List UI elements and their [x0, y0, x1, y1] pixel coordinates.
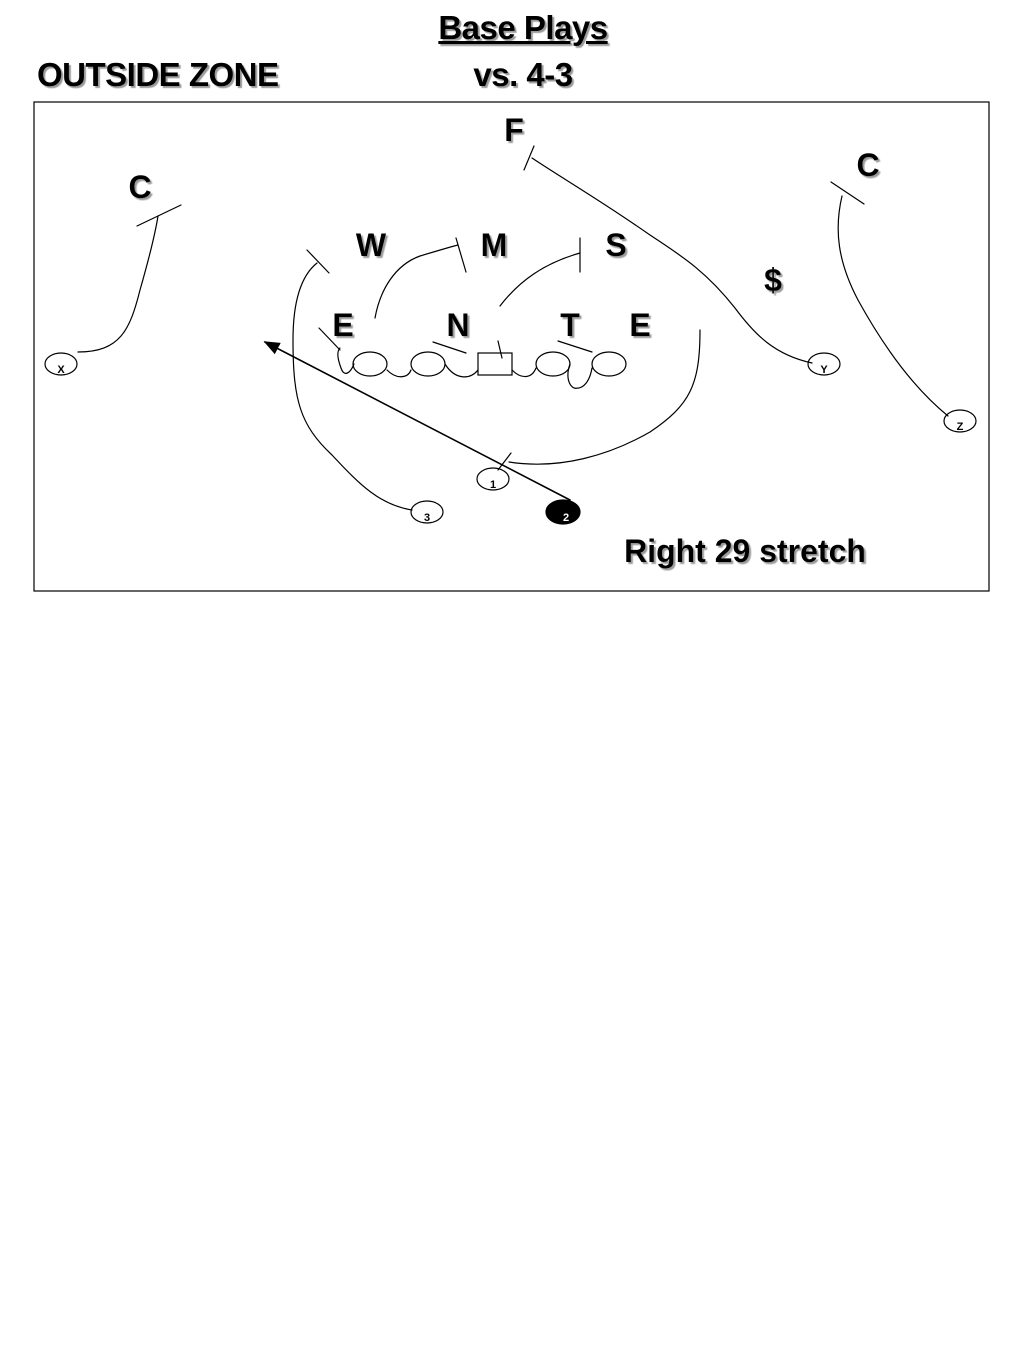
- receiver-x-label: X: [57, 364, 65, 376]
- back-1: [476, 467, 510, 491]
- block-mark: [497, 340, 503, 359]
- defender-right-end: E: [629, 307, 650, 343]
- defender-free-safety: F: [504, 112, 524, 148]
- page-title: Base Plays: [438, 9, 608, 46]
- defender-left-corner: C: [128, 169, 151, 205]
- line-block-guard-left: [386, 369, 412, 378]
- defender-tackle: T: [560, 307, 580, 343]
- receiver-z: [943, 409, 977, 433]
- back-1-label: 1: [490, 479, 496, 491]
- block-mark: [455, 237, 467, 273]
- block-mark: [497, 452, 512, 471]
- back-3: [410, 500, 444, 524]
- route-x-block: [77, 215, 159, 353]
- route-z-block: [837, 195, 949, 417]
- ball-carrier-path: [263, 341, 571, 501]
- defender-right-corner: C: [856, 147, 879, 183]
- block-mark: [523, 145, 535, 171]
- block-mark: [432, 341, 467, 354]
- receiver-x: [44, 352, 78, 376]
- field-border: [33, 101, 990, 592]
- receiver-z-label: Z: [957, 421, 964, 433]
- offensive-lineman: [591, 351, 627, 377]
- formation-label: OUTSIDE ZONE: [37, 56, 279, 93]
- play-name: Right 29 stretch: [624, 533, 866, 569]
- back-3-label: 3: [424, 512, 430, 524]
- defender-left-end: E: [332, 307, 353, 343]
- line-block-left-end: [337, 347, 355, 374]
- block-mark: [830, 181, 865, 205]
- defender-will-linebacker: W: [356, 227, 387, 263]
- offensive-lineman: [352, 351, 388, 377]
- route-back-3-block: [292, 262, 413, 511]
- line-block-tackle: [567, 363, 593, 389]
- receiver-y: [807, 352, 841, 376]
- line-block-nose: [444, 363, 479, 378]
- ball-carrier-2: [545, 499, 581, 525]
- opponent-label: vs. 4-3: [473, 56, 573, 93]
- defender-nose: N: [446, 307, 469, 343]
- offensive-lineman: [410, 351, 446, 377]
- block-mark: [318, 327, 341, 351]
- line-block-guard-to-mike: [499, 252, 581, 307]
- defender-sam-linebacker: S: [605, 227, 626, 263]
- ball-carrier-2-label: 2: [563, 512, 569, 524]
- block-mark: [557, 340, 593, 353]
- block-mark: [306, 249, 330, 274]
- offensive-lineman: [535, 351, 571, 377]
- line-block-center: [511, 367, 537, 378]
- block-mark: [136, 204, 182, 227]
- line-block-guard-to-will: [374, 244, 459, 319]
- route-back-1-block: [508, 329, 701, 465]
- defender-strong-safety: $: [764, 262, 782, 298]
- route-y-block: [531, 157, 813, 364]
- receiver-y-label: Y: [820, 364, 828, 376]
- defender-mike-linebacker: M: [481, 227, 508, 263]
- center: [477, 352, 513, 376]
